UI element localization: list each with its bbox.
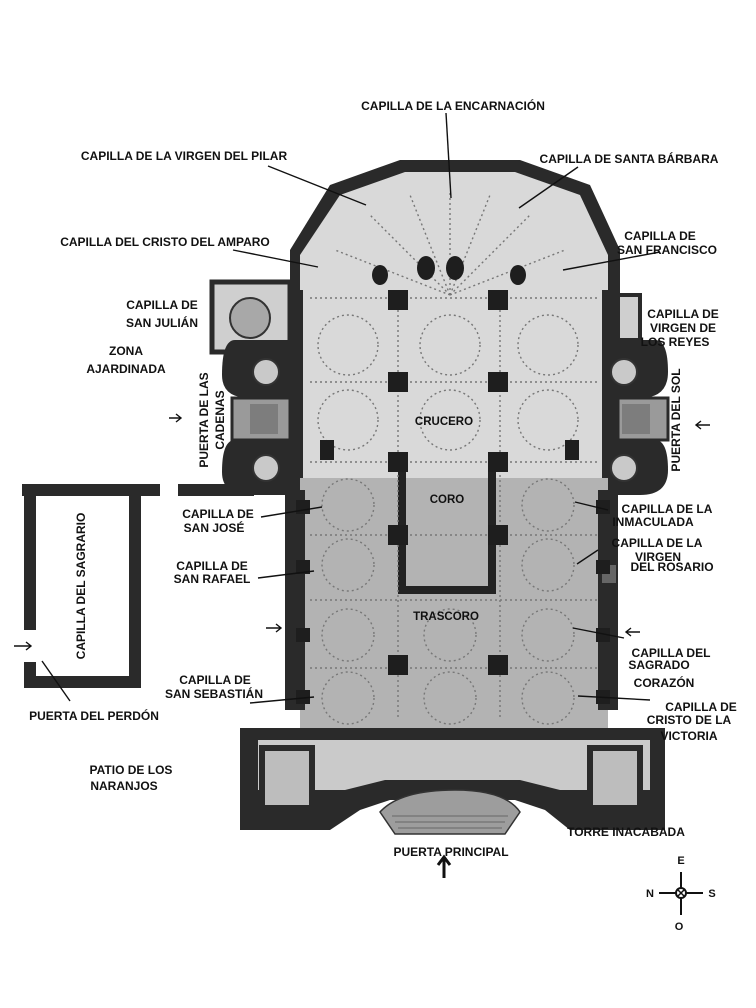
- label-cristo-victoria-1: CAPILLA DE: [665, 700, 737, 714]
- label-trascoro: TRASCORO: [413, 611, 479, 623]
- label-san-jose-1: CAPILLA DE: [182, 507, 254, 521]
- label-san-rafael-1: CAPILLA DE: [176, 559, 248, 573]
- label-crucero: CRUCERO: [415, 416, 473, 428]
- label-virgen-reyes-3: LOS REYES: [641, 335, 710, 349]
- label-san-julian-2: SAN JULIÁN: [126, 315, 198, 330]
- label-sagrado-2: SAGRADO: [628, 658, 689, 672]
- label-patio-1: PATIO DE LOS: [90, 763, 173, 777]
- label-puerta-cadenas-2: CADENAS: [213, 390, 227, 449]
- label-santa-barbara: CAPILLA DE SANTA BÁRBARA: [540, 151, 719, 166]
- compass-n: N: [646, 888, 654, 900]
- compass-s: S: [708, 888, 715, 900]
- label-inmaculada-2: INMACULADA: [612, 515, 694, 529]
- label-virgen-reyes-1: CAPILLA DE: [647, 307, 719, 321]
- label-san-jose-2: SAN JOSÉ: [184, 520, 245, 535]
- label-puerta-cadenas-1: PUERTA DE LAS: [197, 372, 211, 467]
- label-rosario-3: DEL ROSARIO: [630, 560, 713, 574]
- piers: [296, 256, 610, 704]
- sagrario-chapel: [22, 484, 254, 688]
- label-san-sebastian-2: SAN SEBASTIÁN: [165, 686, 263, 701]
- label-virgen-pilar: CAPILLA DE LA VIRGEN DEL PILAR: [81, 149, 288, 163]
- label-torre: TORRE INACABADA: [567, 825, 685, 839]
- compass-e: E: [677, 855, 684, 867]
- label-san-rafael-2: SAN RAFAEL: [174, 572, 251, 586]
- label-san-julian-1: CAPILLA DE: [126, 298, 198, 312]
- compass-rose: E O N S: [646, 855, 716, 933]
- label-patio-2: NARANJOS: [90, 779, 157, 793]
- label-rosario-1: CAPILLA DE LA: [612, 536, 703, 550]
- label-sagrado-1: CAPILLA DEL: [632, 646, 711, 660]
- label-sagrario: CAPILLA DEL SAGRARIO: [74, 513, 88, 660]
- label-cristo-victoria-3: VICTORIA: [660, 729, 717, 743]
- label-san-sebastian-1: CAPILLA DE: [179, 673, 251, 687]
- label-san-francisco-1: CAPILLA DE: [624, 229, 696, 243]
- label-coro: CORO: [430, 494, 465, 506]
- label-zona-1: ZONA: [109, 344, 143, 358]
- label-zona-2: AJARDINADA: [86, 362, 166, 376]
- label-san-francisco-2: SAN FRANCISCO: [617, 243, 717, 257]
- label-inmaculada-1: CAPILLA DE LA: [622, 502, 713, 516]
- label-puerta-perdon: PUERTA DEL PERDÓN: [29, 708, 159, 723]
- leader-lines: [14, 112, 710, 878]
- virgen-reyes-chapel: [616, 293, 642, 342]
- compass-o: O: [675, 921, 684, 933]
- label-cristo-victoria-2: CRISTO DE LA: [647, 713, 732, 727]
- label-cristo-amparo: CAPILLA DEL CRISTO DEL AMPARO: [60, 235, 270, 249]
- label-virgen-reyes-2: VIRGEN DE: [650, 321, 716, 335]
- label-puerta-sol: PUERTA DEL SOL: [669, 368, 683, 471]
- label-sagrado-3: CORAZÓN: [634, 675, 695, 690]
- label-encarnacion: CAPILLA DE LA ENCARNACIÓN: [361, 98, 545, 113]
- cathedral-building: [209, 160, 670, 835]
- labels: CAPILLA DE LA ENCARNACIÓN CAPILLA DE LA …: [29, 98, 737, 859]
- label-rosario-2: VIRGEN: [635, 550, 681, 564]
- label-puerta-principal: PUERTA PRINCIPAL: [393, 845, 508, 859]
